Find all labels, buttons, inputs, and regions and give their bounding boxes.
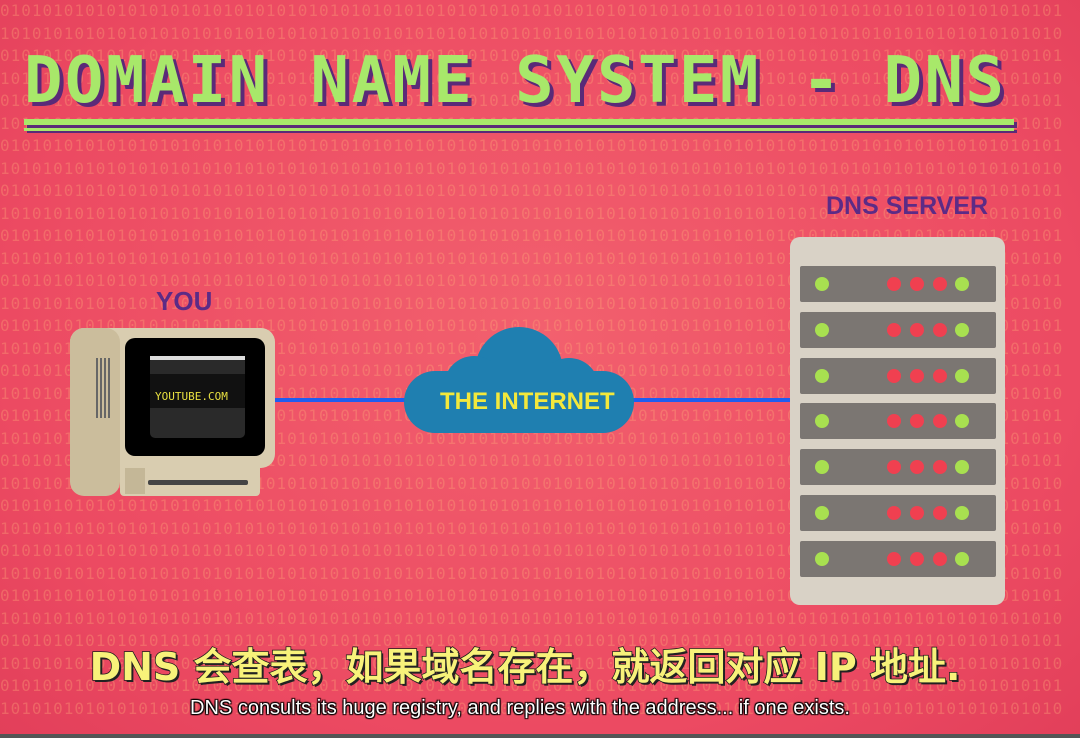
green-led-icon	[955, 368, 969, 383]
green-led-icon	[815, 551, 829, 566]
dns-server-rack-icon	[790, 237, 1005, 605]
red-led-icon	[933, 551, 947, 566]
red-led-icon	[887, 368, 901, 383]
subtitle-english: DNS consults its huge registry, and repl…	[190, 697, 850, 719]
dns-server-label: DNS SERVER	[826, 192, 989, 220]
green-led-icon	[955, 414, 969, 429]
green-led-icon	[955, 460, 969, 475]
server-slot	[800, 266, 996, 302]
video-title: DOMAIN NAME SYSTEM - DNS	[24, 44, 1007, 118]
green-led-icon	[955, 322, 969, 337]
red-led-icon	[933, 322, 947, 337]
green-led-icon	[815, 277, 829, 291]
server-slot	[800, 449, 996, 486]
server-slot	[800, 540, 996, 577]
red-led-icon	[910, 277, 924, 291]
green-led-icon	[815, 414, 829, 429]
red-led-icon	[933, 506, 947, 520]
red-led-icon	[910, 368, 924, 383]
green-led-icon	[815, 506, 829, 520]
cloud-icon	[404, 327, 634, 433]
red-led-icon	[933, 368, 947, 383]
green-led-icon	[955, 277, 969, 291]
red-led-icon	[933, 460, 947, 475]
server-slot	[800, 495, 996, 531]
connection-line-left	[272, 398, 412, 402]
red-led-icon	[910, 506, 924, 520]
title-underline	[24, 119, 1014, 125]
green-led-icon	[955, 551, 969, 566]
computer-icon	[70, 328, 275, 496]
video-bottom-bar	[0, 734, 1080, 738]
server-slot	[800, 311, 996, 348]
subtitle-chinese: DNS 会查表，如果域名存在，就返回对应 IP 地址.	[89, 644, 961, 690]
red-led-icon	[887, 506, 901, 520]
title-underline-thin	[24, 128, 1014, 131]
server-slot	[800, 357, 996, 394]
red-led-icon	[887, 551, 901, 566]
server-slot	[800, 403, 996, 440]
red-led-icon	[887, 460, 901, 475]
connection-line-right	[628, 398, 792, 402]
red-led-icon	[910, 414, 924, 429]
red-led-icon	[887, 277, 901, 291]
screen-url-text: YOUTUBE.COM	[155, 390, 228, 403]
red-led-icon	[933, 277, 947, 291]
red-led-icon	[887, 414, 901, 429]
green-led-icon	[955, 506, 969, 520]
red-led-icon	[933, 414, 947, 429]
red-led-icon	[910, 322, 924, 337]
red-led-icon	[910, 551, 924, 566]
green-led-icon	[815, 322, 829, 337]
green-led-icon	[815, 460, 829, 475]
red-led-icon	[887, 322, 901, 337]
you-label: YOU	[156, 286, 213, 316]
green-led-icon	[815, 368, 829, 383]
red-led-icon	[910, 460, 924, 475]
internet-label: THE INTERNET	[440, 388, 615, 415]
